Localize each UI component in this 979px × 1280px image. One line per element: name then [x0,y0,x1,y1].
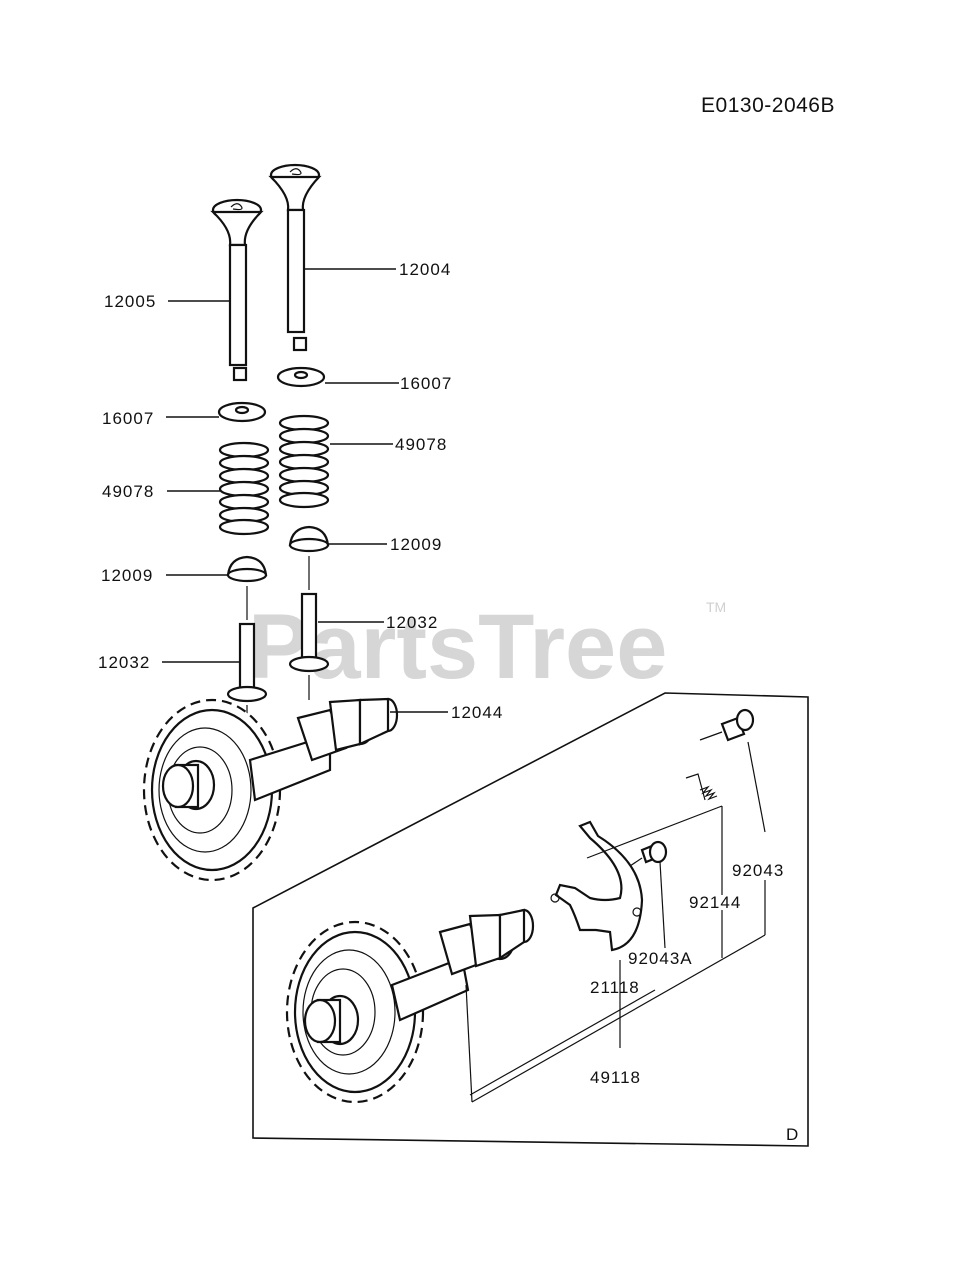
detail-label: D [786,1125,799,1144]
spring-left[interactable] [218,441,270,536]
detail-camshaft[interactable] [285,908,535,1104]
diagram-code: E0130-2046B [701,94,835,117]
callout-92043a[interactable]: 92043A [628,949,693,968]
valve-keeper-right [292,336,308,352]
detail-leader-lines [465,741,766,1103]
watermark-trademark: TM [706,599,726,615]
collar-right[interactable] [276,366,326,388]
leader-lines [162,268,448,713]
callout-12032-left[interactable]: 12032 [98,653,150,672]
callout-12044[interactable]: 12044 [451,703,503,722]
callout-49118[interactable]: 49118 [590,1068,641,1087]
camshaft[interactable] [142,697,399,882]
retainer-right[interactable] [288,525,330,553]
spring-right[interactable] [278,414,330,509]
callout-49078-left[interactable]: 49078 [102,482,154,501]
retainer-left[interactable] [226,555,268,583]
collar-left[interactable] [217,401,267,423]
callout-12005[interactable]: 12005 [104,292,156,311]
callout-16007-left[interactable]: 16007 [102,409,154,428]
small-spring[interactable] [685,773,718,801]
callout-12032-right[interactable]: 12032 [386,613,438,632]
intake-valve[interactable] [268,163,322,334]
callout-92043[interactable]: 92043 [732,861,784,880]
callout-49078-right[interactable]: 49078 [395,435,447,454]
valve-keeper-left [232,366,248,382]
callout-12009-left[interactable]: 12009 [101,566,153,585]
callout-12004[interactable]: 12004 [399,260,451,279]
callout-21118[interactable]: 21118 [590,978,640,997]
governor-weight[interactable] [550,820,644,952]
callout-12009-right[interactable]: 12009 [390,535,442,554]
tappet-right[interactable] [288,556,330,673]
watermark: PartsTree [248,596,667,698]
exhaust-valve[interactable] [210,198,264,367]
bolt-92043a[interactable] [629,840,668,867]
callout-16007-right[interactable]: 16007 [400,374,452,393]
detail-box [252,692,809,1147]
callout-92144[interactable]: 92144 [689,893,741,912]
bolt-92043[interactable] [699,708,755,742]
tappet-left[interactable] [226,586,268,703]
